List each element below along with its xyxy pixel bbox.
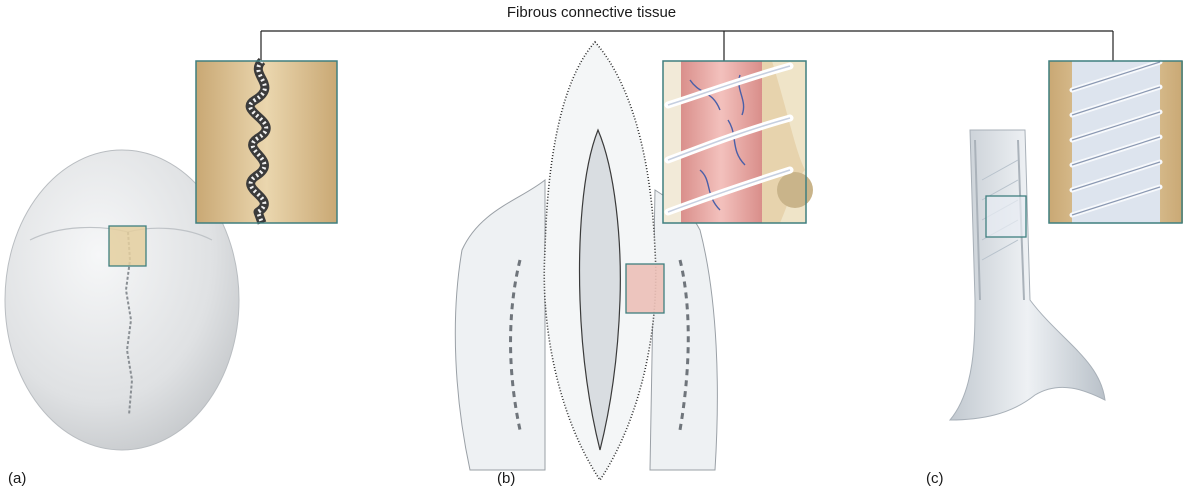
- gomphosis-inset: [663, 61, 813, 223]
- title-bracket: [261, 31, 1113, 61]
- suture-inset: [196, 61, 337, 223]
- syndesmosis-inset: [1049, 61, 1183, 223]
